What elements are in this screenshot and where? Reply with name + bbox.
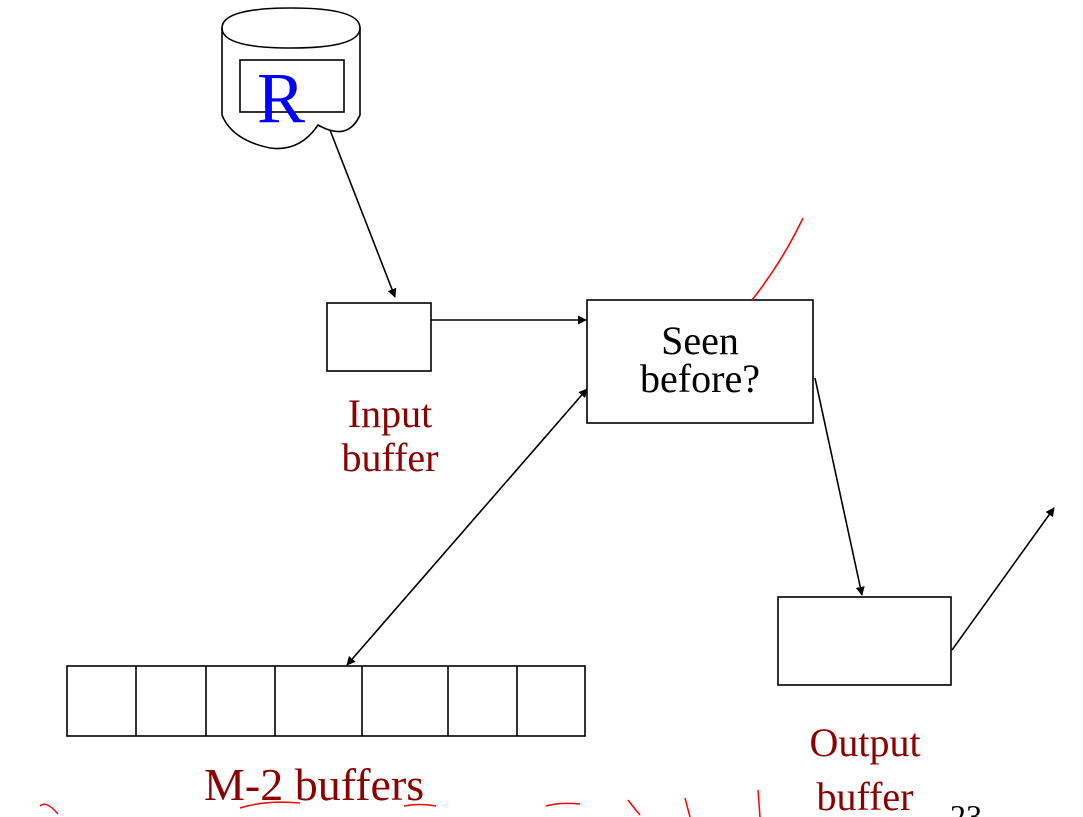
output-buffer-label-line1: Output (809, 720, 921, 765)
red-ink-stroke (39, 803, 59, 815)
process-label-line1: Seen (661, 318, 739, 363)
output-flush-arrow (951, 507, 1055, 651)
red-ink-stroke (545, 802, 581, 807)
process-box (586, 299, 814, 424)
process-label-line2: before? (640, 356, 760, 401)
red-ink-stroke (684, 797, 691, 817)
output-buffer-label: Output buffer (790, 716, 940, 817)
page-number: 23 (950, 798, 982, 817)
memory-buffer-frame (66, 665, 586, 737)
input-buffer-label-line2: buffer (341, 435, 439, 480)
disk-to-input-arrow (329, 129, 397, 298)
red-ink-stroke (757, 789, 761, 817)
memory-process-bidirectional-arrow (346, 388, 588, 666)
process-to-output-arrow (814, 377, 865, 596)
relation-disk-icon (221, 7, 361, 150)
red-ink-annotations (39, 217, 804, 817)
red-ink-stroke (239, 801, 301, 809)
memory-buffers-label: M-2 buffers (204, 759, 425, 810)
input-buffer-label: Input buffer (325, 392, 455, 480)
input-buffer-label-line1: Input (347, 391, 433, 436)
memory-buffer-row (66, 665, 586, 737)
output-buffer-label-line2: buffer (816, 774, 914, 817)
process-label: Seen before? (597, 318, 803, 401)
output-buffer-box (777, 596, 952, 686)
red-ink-stroke (403, 803, 437, 807)
input-buffer-box (326, 302, 432, 372)
relation-block (239, 59, 345, 113)
red-ink-stroke (751, 217, 804, 301)
red-ink-stroke (627, 799, 641, 816)
relation-label: R (257, 58, 306, 138)
